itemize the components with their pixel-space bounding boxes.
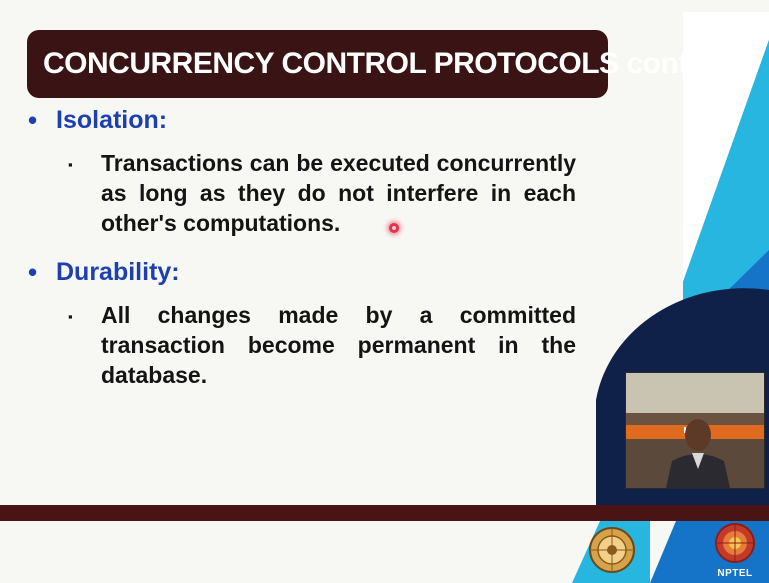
presenter-webcam xyxy=(625,372,765,489)
white-diagonal-shape xyxy=(683,12,769,282)
section-isolation: • Isolation: xyxy=(28,104,588,136)
section-heading: Isolation: xyxy=(56,106,168,134)
presenter-body xyxy=(666,454,730,488)
isolation-point: ▪ Transactions can be executed concurren… xyxy=(68,148,588,238)
sub-bullet-square: ▪ xyxy=(68,309,73,324)
durability-text: All changes made by a committed transact… xyxy=(101,302,576,388)
isolation-text: Transactions can be executed concurrentl… xyxy=(101,150,576,236)
sub-bullet-square: ▪ xyxy=(68,157,73,172)
section-durability: • Durability: xyxy=(28,256,588,288)
presenter-head xyxy=(685,419,711,451)
bullet-dot: • xyxy=(28,257,38,287)
iit-kharagpur-emblem-icon xyxy=(589,527,635,573)
cyan-diagonal-stripe xyxy=(683,40,769,300)
laser-pointer-dot xyxy=(389,223,399,233)
bullet-dot: • xyxy=(28,105,38,135)
presenter-video-frame xyxy=(626,373,764,488)
nptel-logo-text: NPTEL xyxy=(717,568,753,579)
nptel-logo-icon xyxy=(715,523,755,563)
section-heading: Durability: xyxy=(56,258,180,286)
slide-title: CONCURRENCY CONTROL PROTOCOLS cont... xyxy=(27,30,712,98)
durability-point: ▪ All changes made by a committed transa… xyxy=(68,300,588,390)
slide-content: • Isolation: ▪ Transactions can be execu… xyxy=(28,104,588,390)
footer-divider xyxy=(0,505,769,521)
